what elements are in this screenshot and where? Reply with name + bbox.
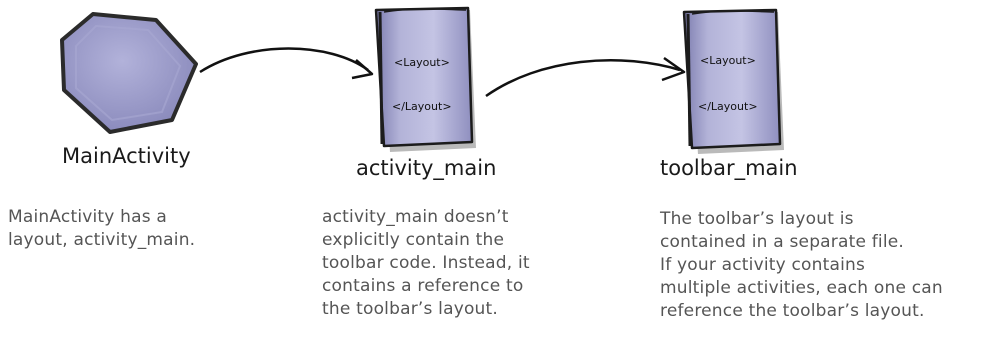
- main-activity-label: MainActivity: [62, 144, 191, 168]
- arrow-mainactivity-to-activity-main: [199, 47, 374, 80]
- main-activity-hexagon: [60, 12, 198, 134]
- activity-main-close-tag: </Layout>: [392, 100, 452, 113]
- toolbar-main-close-tag: </Layout>: [698, 100, 758, 113]
- activity-main-note: activity_main doesn’t explicitly contain…: [322, 206, 530, 321]
- main-activity-note: MainActivity has a layout, activity_main…: [8, 206, 195, 252]
- toolbar-main-document: <Layout> </Layout>: [682, 8, 784, 154]
- note-line: explicitly contain the: [322, 230, 505, 250]
- note-line: contains a reference to: [322, 276, 524, 296]
- note-line: multiple activities, each one can: [660, 278, 943, 298]
- note-line: The toolbar’s layout is: [660, 209, 854, 229]
- toolbar-main-open-tag: <Layout>: [700, 54, 756, 67]
- note-line: reference the toolbar’s layout.: [660, 301, 925, 321]
- note-line: toolbar code. Instead, it: [322, 253, 530, 273]
- toolbar-main-note: The toolbar’s layout is contained in a s…: [660, 208, 943, 323]
- note-line: MainActivity has a: [8, 207, 168, 227]
- arrow-activity-main-to-toolbar-main: [485, 56, 686, 98]
- toolbar-main-label: toolbar_main: [660, 156, 798, 180]
- note-line: layout, activity_main.: [8, 230, 196, 250]
- note-line: activity_main doesn’t: [322, 207, 509, 227]
- activity-main-label: activity_main: [356, 156, 497, 180]
- activity-main-document: <Layout> </Layout>: [374, 6, 476, 152]
- activity-main-open-tag: <Layout>: [394, 56, 450, 69]
- note-line: the toolbar’s layout.: [322, 299, 499, 319]
- note-line: If your activity contains: [660, 255, 866, 275]
- note-line: contained in a separate file.: [660, 232, 905, 252]
